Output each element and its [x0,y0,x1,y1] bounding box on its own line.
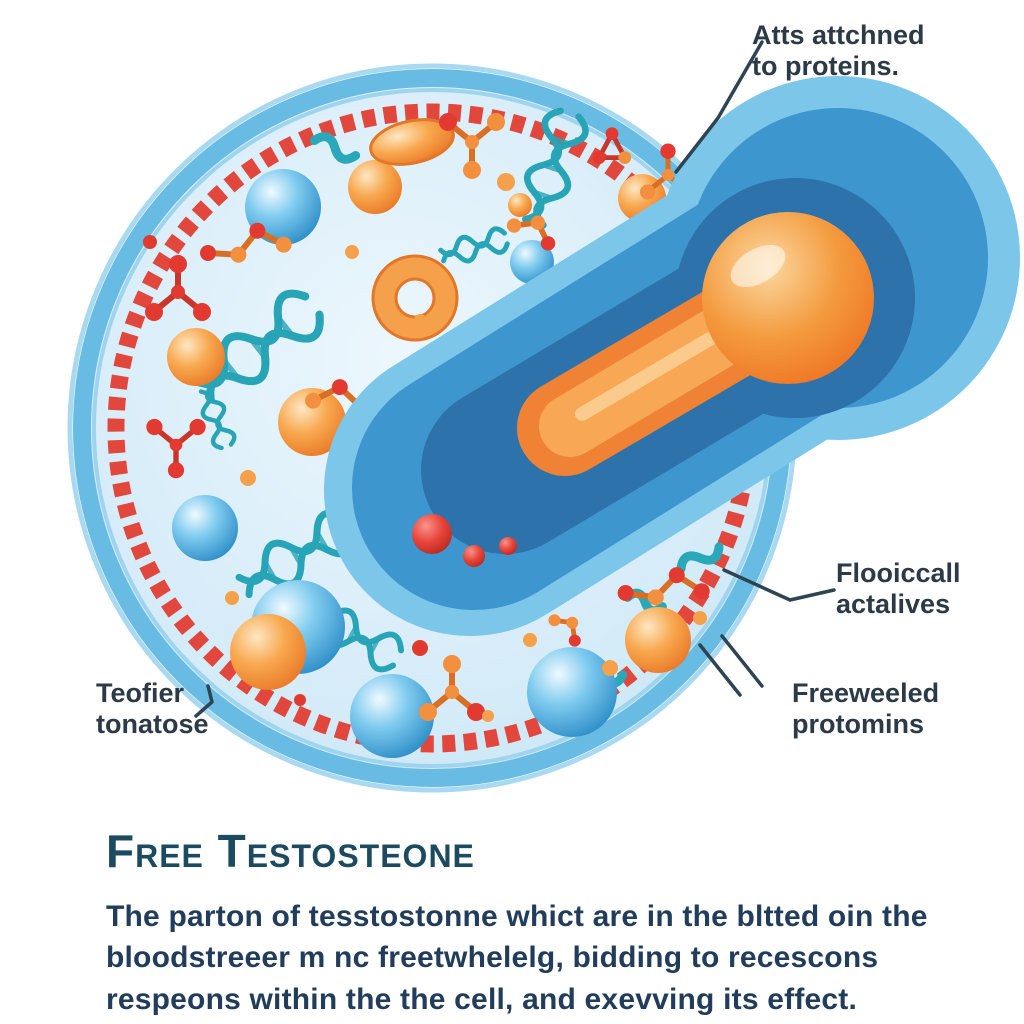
label-line: tonatose [96,708,209,739]
label-line: Teofier [96,678,185,708]
label-line: Flooiccall [836,558,961,588]
callout-lines [194,40,836,718]
blue-sphere-icon [350,674,434,758]
molecule-icon [548,614,581,647]
callout-mark-left-note [194,684,214,718]
label-biological-actives: Flooiccall actalives [836,558,961,620]
label-attached-proteins: Atts attchned to proteins. [752,20,925,82]
label-line: actalives [836,588,951,619]
dot-icon [693,611,707,625]
molecule-icon [617,567,710,606]
orange-spheres [167,160,691,690]
dot-icon [412,640,428,656]
dot-icon [294,694,306,706]
blue-sphere-icon [527,647,617,737]
ligand-head [702,212,874,384]
dot-icon [497,173,515,191]
callout-line-freewheeled-2 [720,634,764,688]
molecule-icon [199,222,292,263]
dot-icon [225,591,239,605]
dot-icon [482,710,494,722]
red-dot-icon [499,537,517,555]
orange-sphere-icon [167,328,225,386]
capsule-molecule-icon [369,118,455,166]
label-free-testosterone-note: Teofier tonatose [96,678,209,740]
ligand [517,212,874,476]
callout-line-attached-proteins [674,40,764,174]
dna-helix-icon [522,107,589,229]
dna-helix-icon [438,226,510,264]
channel-red-dots [412,514,517,567]
diagram-title: Free Testosteone [106,825,475,877]
diagram-description: The parton of tesstostonne whict are in … [106,900,928,1016]
label-line: to proteins. [752,50,899,81]
orange-sphere-icon [230,614,306,690]
dna-helices [192,107,589,673]
dot-icon [143,235,157,249]
worm-icon [676,542,724,574]
label-line: protomins [792,708,924,739]
dna-helix-icon [192,289,324,404]
molecule-icon [145,255,211,321]
dot-icon [523,633,537,647]
red-dot-icon [463,545,485,567]
blue-sphere-icon [245,169,321,245]
orange-sphere-icon [508,193,532,217]
ligand-head-highlight [730,244,786,288]
label-line: Freeweeled [792,678,940,708]
callout-line-freewheeled-1 [698,643,742,697]
label-line: Atts attchned [752,20,925,50]
small-dots [143,173,707,722]
molecule-icon [146,418,206,479]
orange-sphere-icon [278,388,346,456]
molecule-icon [506,215,556,251]
molecule-icon [439,113,505,179]
label-freewheeled-proteins: Freeweeled protomins [792,678,939,740]
dot-icon [602,660,618,676]
cytoplasm-molecules [143,107,724,758]
worm-icon [309,132,361,164]
dot-icon [240,470,256,486]
callout-line-biological-actives [722,568,836,602]
red-dot-icon [412,514,452,554]
dot-icon [345,245,359,259]
molecule-icon [419,655,485,721]
molecule-icon [592,127,632,164]
dot-icon [414,314,426,326]
orange-sphere-icon [348,160,402,214]
orange-sphere-icon [625,607,691,673]
blue-sphere-icon [172,495,238,561]
dna-helix-icon [198,385,237,451]
